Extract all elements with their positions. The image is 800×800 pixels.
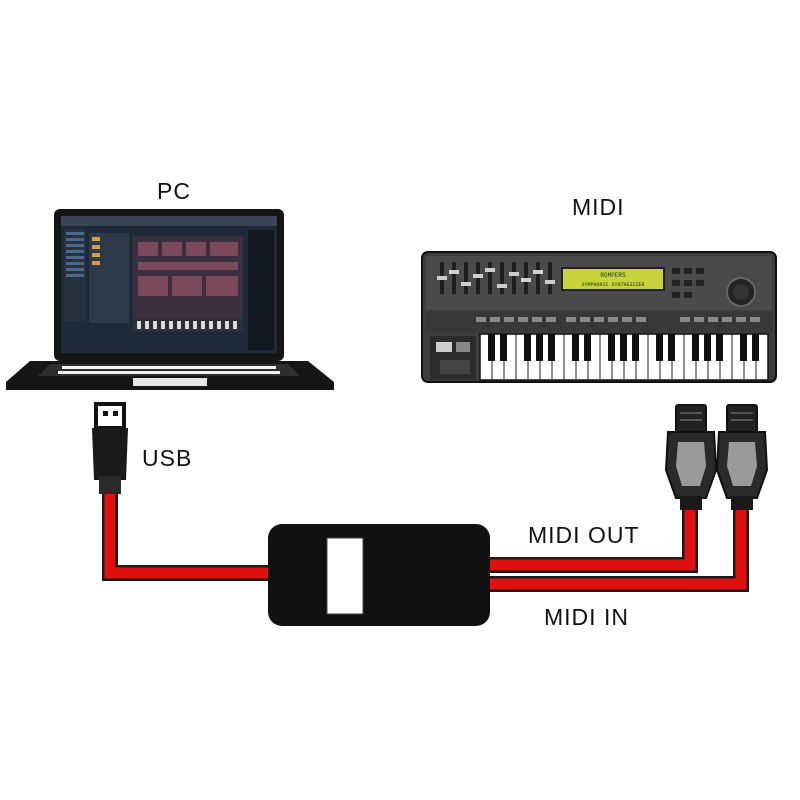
laptop-icon <box>6 209 334 390</box>
pc-label: PC <box>157 178 191 204</box>
keyboard-lcd <box>561 267 665 291</box>
midi-in-label: MIDI IN <box>544 604 629 630</box>
midi-keyboard-icon: ROMPERS SYMPHONIC SYNTHESIZER <box>421 251 777 383</box>
midi-din-plug-icon <box>664 404 769 510</box>
usb-plug-icon <box>92 402 128 494</box>
adapter-window <box>326 537 364 615</box>
adapter-box-icon <box>268 524 490 626</box>
lcd-line-1: ROMPERS <box>600 272 626 279</box>
lcd-line-2: SYMPHONIC SYNTHESIZER <box>581 282 644 288</box>
midi-out-label: MIDI OUT <box>528 522 640 548</box>
usb-cable <box>102 492 272 581</box>
usb-label: USB <box>142 445 193 471</box>
cables <box>102 492 749 592</box>
midi-label: MIDI <box>572 194 625 220</box>
